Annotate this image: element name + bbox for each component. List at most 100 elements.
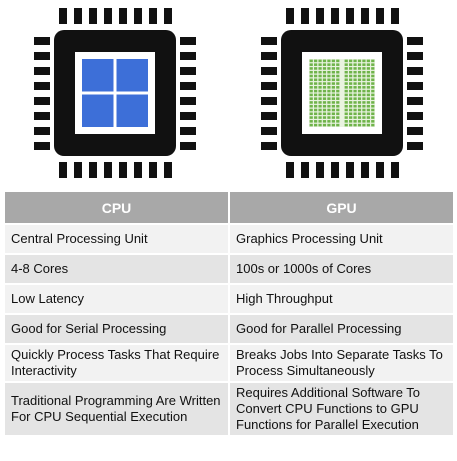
chip-pin	[407, 127, 423, 135]
gpu-core	[344, 63, 348, 66]
gpu-core	[331, 82, 335, 85]
gpu-core	[353, 86, 357, 89]
gpu-core	[314, 78, 318, 82]
gpu-core	[331, 67, 335, 70]
table-row: Low Latency High Throughput	[5, 283, 453, 314]
gpu-core	[318, 59, 322, 63]
gpu-core	[322, 74, 327, 78]
gpu-core	[344, 97, 348, 100]
table-row: Quickly Process Tasks That Require Inter…	[5, 343, 453, 382]
gpu-core	[331, 123, 335, 127]
gpu-core	[336, 101, 340, 104]
cpu-core	[82, 94, 114, 127]
gpu-core	[327, 78, 331, 82]
gpu-core	[336, 97, 340, 100]
table-row: Traditional Programming Are Written For …	[5, 381, 453, 435]
gpu-core	[322, 93, 327, 97]
cpu-gpu-comparison-table: CPU GPU Central Processing Unit Graphics…	[5, 192, 453, 435]
gpu-core	[353, 82, 357, 85]
gpu-core	[357, 93, 362, 97]
gpu-core	[336, 78, 340, 82]
gpu-core	[353, 74, 357, 78]
gpu-core	[371, 116, 375, 119]
gpu-core	[327, 108, 331, 112]
chip-pin	[180, 112, 196, 120]
gpu-core	[314, 67, 318, 70]
gpu-core	[353, 89, 357, 93]
chip-pin	[361, 162, 369, 178]
gpu-core	[362, 89, 366, 93]
gpu-core	[322, 63, 327, 66]
gpu-core	[362, 112, 366, 116]
table-row: Central Processing Unit Graphics Process…	[5, 223, 453, 254]
gpu-core	[349, 101, 353, 104]
gpu-core	[327, 86, 331, 89]
gpu-core	[336, 112, 340, 116]
gpu-core	[336, 120, 340, 123]
gpu-core	[309, 59, 313, 63]
chip-pin	[89, 8, 97, 24]
gpu-core	[327, 104, 331, 108]
gpu-core	[314, 116, 318, 119]
gpu-core	[327, 112, 331, 116]
gpu-core	[309, 82, 313, 85]
gpu-core	[353, 59, 357, 63]
gpu-core	[357, 108, 362, 112]
chip-pin	[34, 97, 50, 105]
chip-pin	[74, 162, 82, 178]
gpu-core	[314, 123, 318, 127]
gpu-core-grid	[309, 59, 375, 127]
gpu-core	[362, 70, 366, 74]
gpu-core	[331, 59, 335, 63]
chip-pin	[164, 8, 172, 24]
chip-pin	[180, 37, 196, 45]
gpu-core	[371, 108, 375, 112]
gpu-core	[362, 63, 366, 66]
chip-pin	[261, 127, 277, 135]
chip-pin	[149, 8, 157, 24]
gpu-core	[349, 74, 353, 78]
chip-pin	[261, 97, 277, 105]
gpu-core	[349, 123, 353, 127]
gpu-core	[353, 78, 357, 82]
gpu-core	[336, 116, 340, 119]
gpu-core	[336, 70, 340, 74]
gpu-core	[318, 67, 322, 70]
chip-pin	[180, 142, 196, 150]
chip-pin	[34, 112, 50, 120]
gpu-core	[357, 59, 362, 63]
gpu-core	[362, 82, 366, 85]
gpu-core	[362, 123, 366, 127]
gpu-core	[349, 67, 353, 70]
gpu-core	[366, 82, 370, 85]
gpu-core	[357, 78, 362, 82]
chip-pin	[180, 82, 196, 90]
gpu-core	[314, 93, 318, 97]
gpu-core	[327, 97, 331, 100]
gpu-core	[314, 86, 318, 89]
cpu-cell: Good for Serial Processing	[5, 313, 230, 344]
gpu-core	[344, 112, 348, 116]
gpu-core	[314, 97, 318, 100]
gpu-core	[371, 67, 375, 70]
gpu-core	[322, 89, 327, 93]
chip-pin	[407, 82, 423, 90]
gpu-core	[344, 67, 348, 70]
gpu-core	[362, 108, 366, 112]
gpu-core	[362, 101, 366, 104]
gpu-core	[318, 89, 322, 93]
gpu-core	[349, 59, 353, 63]
cpu-cell: Central Processing Unit	[5, 223, 230, 254]
gpu-core	[314, 89, 318, 93]
chip-pin	[34, 82, 50, 90]
gpu-core	[322, 116, 327, 119]
gpu-core	[353, 63, 357, 66]
gpu-core	[366, 123, 370, 127]
gpu-core	[309, 120, 313, 123]
gpu-core	[322, 104, 327, 108]
table-row: Good for Serial Processing Good for Para…	[5, 313, 453, 344]
gpu-core	[309, 89, 313, 93]
chip-pin	[316, 8, 324, 24]
gpu-core	[318, 101, 322, 104]
gpu-core	[349, 70, 353, 74]
